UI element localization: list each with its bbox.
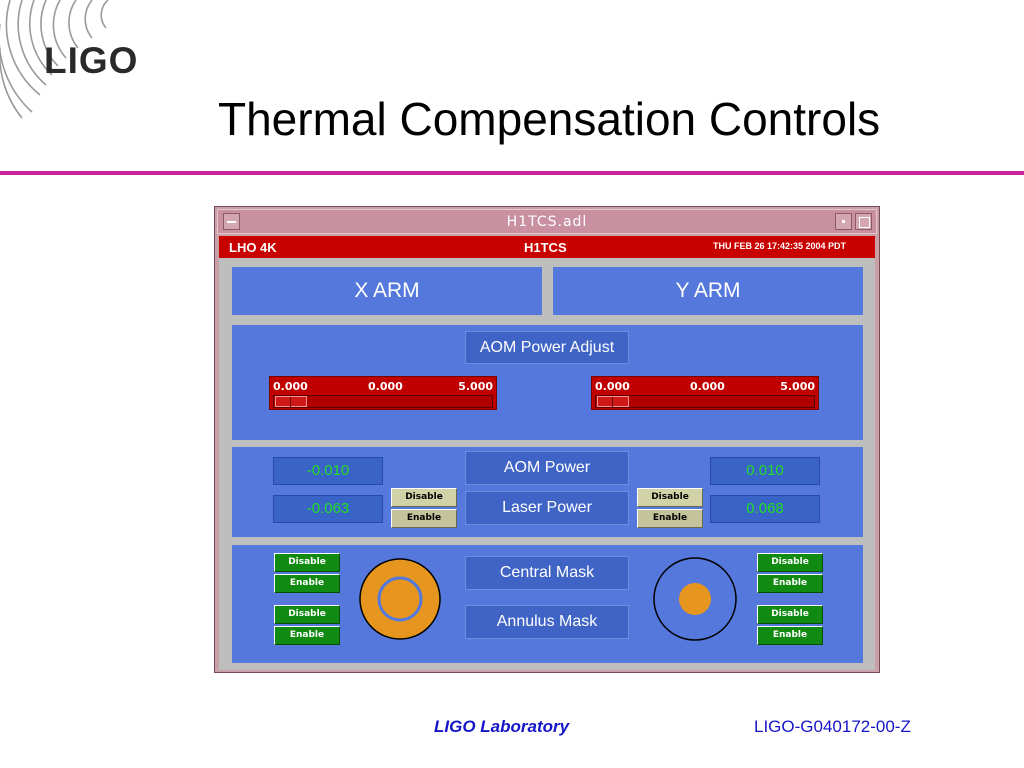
x-arm-label: X ARM — [354, 279, 420, 302]
x-arm-panel: X ARM — [232, 267, 542, 315]
ligo-logo-arcs — [0, 0, 109, 119]
y-arm-panel: Y ARM — [553, 267, 863, 315]
x-central-disable-button[interactable]: Disable — [274, 553, 340, 572]
y-slider-min: 0.000 — [595, 380, 630, 393]
y-laser-enable-button[interactable]: Enable — [637, 509, 703, 528]
site-label: LHO 4K — [229, 240, 277, 255]
x-slider-track[interactable] — [273, 395, 493, 408]
y-laser-power-readout: 0.068 — [710, 495, 820, 523]
y-mask-outer — [653, 557, 737, 641]
aom-power-adjust-label: AOM Power Adjust — [465, 331, 629, 364]
x-laser-enable-button[interactable]: Enable — [391, 509, 457, 528]
header-bar: LHO 4K H1TCS THU FEB 26 17:42:35 2004 PD… — [219, 236, 875, 258]
maximize-button[interactable] — [855, 213, 872, 230]
y-slider-value: 0.000 — [690, 380, 725, 393]
y-aom-slider[interactable]: 0.000 0.000 5.000 — [591, 376, 819, 410]
window-menu-icon — [224, 214, 239, 229]
y-central-mask-toggle: Disable Enable — [757, 553, 823, 593]
y-laser-disable-button[interactable]: Disable — [637, 488, 703, 507]
window-titlebar[interactable]: H1TCS.adl — [217, 209, 877, 234]
slide-title: Thermal Compensation Controls — [218, 93, 881, 145]
y-slider-max: 5.000 — [780, 380, 815, 393]
x-aom-slider[interactable]: 0.000 0.000 5.000 — [269, 376, 497, 410]
x-central-mask-toggle: Disable Enable — [274, 553, 340, 593]
x-aom-power-readout: -0.010 — [273, 457, 383, 485]
maximize-icon — [856, 214, 871, 229]
y-slider-thumb[interactable] — [597, 396, 629, 407]
x-slider-value: 0.000 — [368, 380, 403, 393]
y-laser-toggle: Disable Enable — [637, 488, 703, 528]
title-divider — [0, 171, 1024, 175]
medm-window: H1TCS.adl LHO 4K H1TCS THU FEB 26 17:42:… — [214, 206, 880, 673]
x-slider-thumb[interactable] — [275, 396, 307, 407]
x-annulus-disable-button[interactable]: Disable — [274, 605, 340, 624]
central-mask-label: Central Mask — [465, 556, 629, 590]
footer-lab-name: LIGO Laboratory — [434, 717, 570, 736]
ligo-logo: LIGO — [44, 40, 139, 81]
window-title: H1TCS.adl — [506, 214, 588, 230]
x-annulus-enable-button[interactable]: Enable — [274, 626, 340, 645]
x-slider-max: 5.000 — [458, 380, 493, 393]
y-arm-label: Y ARM — [675, 279, 741, 302]
x-laser-disable-button[interactable]: Disable — [391, 488, 457, 507]
system-label: H1TCS — [524, 240, 567, 255]
x-mask-outer — [359, 558, 441, 640]
x-laser-power-readout: -0.063 — [273, 495, 383, 523]
y-central-disable-button[interactable]: Disable — [757, 553, 823, 572]
timestamp: THU FEB 26 17:42:35 2004 PDT — [713, 241, 847, 251]
y-annulus-enable-button[interactable]: Enable — [757, 626, 823, 645]
minimize-icon — [836, 214, 851, 229]
minimize-button[interactable] — [835, 213, 852, 230]
x-mask-annulus-ring — [377, 576, 423, 622]
y-slider-track[interactable] — [595, 395, 815, 408]
y-mask-central-spot — [679, 583, 711, 615]
x-laser-toggle: Disable Enable — [391, 488, 457, 528]
y-annulus-mask-toggle: Disable Enable — [757, 605, 823, 645]
y-annulus-disable-button[interactable]: Disable — [757, 605, 823, 624]
aom-adjust-section: AOM Power Adjust 0.000 0.000 5.000 0.000… — [232, 325, 863, 440]
y-central-enable-button[interactable]: Enable — [757, 574, 823, 593]
x-slider-min: 0.000 — [273, 380, 308, 393]
y-aom-power-readout: 0.010 — [710, 457, 820, 485]
footer-document-number: LIGO-G040172-00-Z — [754, 717, 911, 736]
power-section: -0.010 -0.063 Disable Enable AOM Power L… — [232, 447, 863, 537]
window-menu-button[interactable] — [223, 213, 240, 230]
x-central-enable-button[interactable]: Enable — [274, 574, 340, 593]
aom-power-label: AOM Power — [465, 451, 629, 485]
screen-content: LHO 4K H1TCS THU FEB 26 17:42:35 2004 PD… — [219, 236, 875, 670]
laser-power-label: Laser Power — [465, 491, 629, 525]
mask-section: Disable Enable Disable Enable Central Ma… — [232, 545, 863, 663]
y-arm-mask-indicator — [653, 557, 737, 641]
annulus-mask-label: Annulus Mask — [465, 605, 629, 639]
x-arm-mask-indicator — [359, 558, 441, 640]
x-annulus-mask-toggle: Disable Enable — [274, 605, 340, 645]
